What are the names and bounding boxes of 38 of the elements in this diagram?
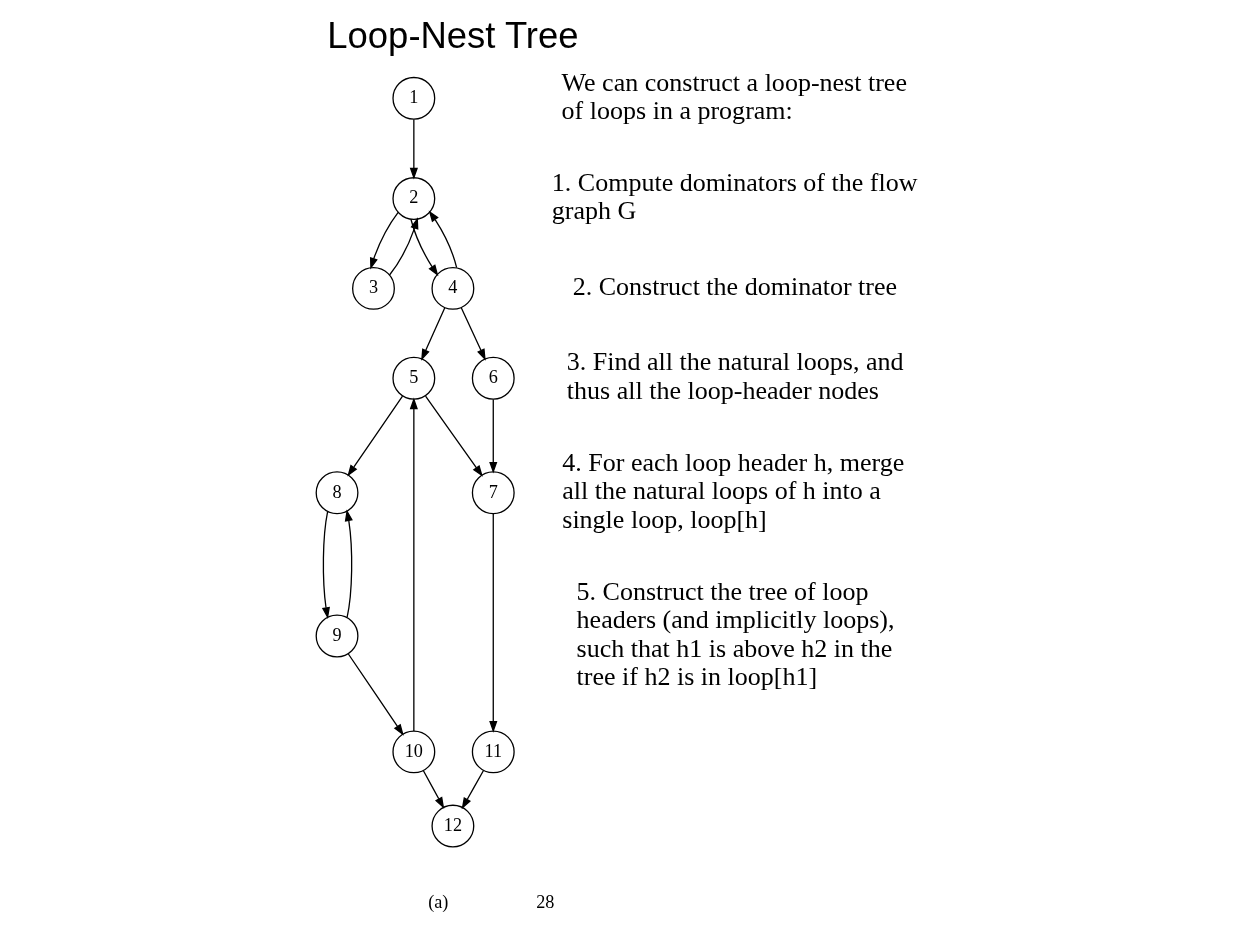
arrow	[369, 211, 399, 270]
arrow	[422, 769, 444, 809]
label: 5. Construct the tree of loop headers (and implicitly loops), such that h1 is above h2 in the tree if h2 is in loop[h1]	[576, 576, 894, 692]
arrow	[346, 395, 403, 477]
label: 2. Construct the dominator tree	[572, 271, 897, 301]
label: 1. Compute dominators of the flow graph G	[551, 167, 917, 226]
label: We can construct a loop-nest tree of loops in a program:	[561, 67, 907, 126]
arrow	[461, 769, 484, 810]
node-circle: 8	[315, 471, 358, 515]
node-circle: 7	[471, 471, 515, 515]
node-circle: 5	[391, 356, 435, 400]
arrow	[347, 653, 404, 736]
node-circle: 9	[315, 614, 358, 658]
node-circle: 6	[471, 356, 515, 400]
node-circle: 1	[391, 76, 435, 120]
label: 4. For each loop header h, merge all the natural loops of h into a single loop, loop[h]	[561, 447, 904, 534]
arrow	[488, 513, 497, 733]
arrow	[424, 395, 483, 477]
node-circle: 12	[430, 804, 474, 848]
label: (a)	[427, 891, 448, 912]
diagram-title: Loop-Nest Tree	[326, 15, 578, 57]
arrow	[488, 398, 497, 474]
node-circle: 3	[351, 266, 395, 310]
node-circle: 10	[391, 730, 435, 774]
arrow	[409, 218, 438, 277]
arrow	[428, 210, 457, 269]
label: 3. Find all the natural loops, and thus all the loop-header nodes	[566, 347, 904, 406]
arrow	[321, 511, 330, 619]
arrow	[409, 118, 418, 180]
arrow	[420, 307, 445, 361]
node-circle: 11	[471, 730, 515, 774]
node-circle: 2	[391, 177, 435, 221]
node-circle: 4	[430, 266, 474, 310]
arrow	[460, 307, 486, 361]
label: 28	[535, 891, 554, 912]
arrow	[344, 509, 353, 618]
arrow	[409, 397, 418, 732]
arrow	[388, 217, 418, 276]
